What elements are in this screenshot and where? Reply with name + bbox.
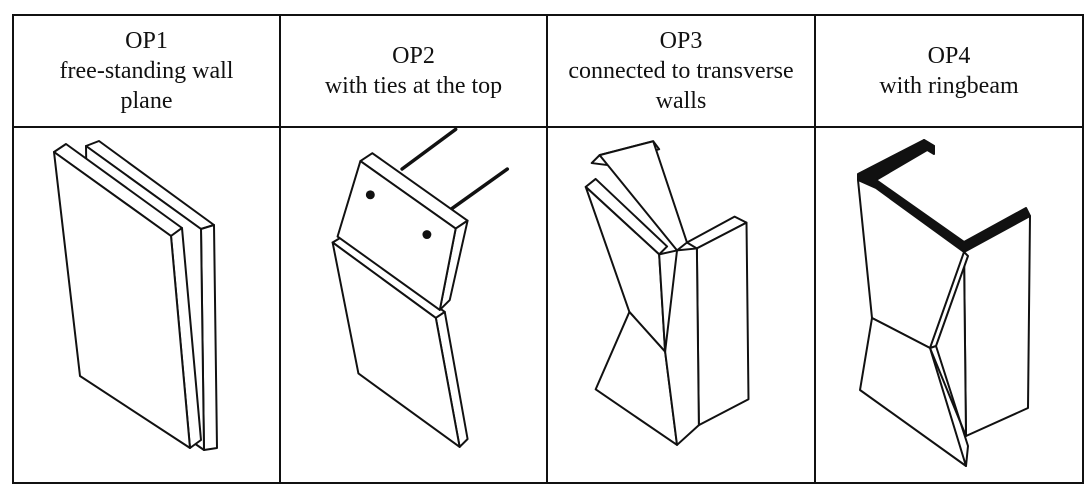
- op2-code: OP2: [392, 43, 435, 69]
- op3-line2: walls: [655, 88, 707, 114]
- figure-op4: [816, 128, 1082, 482]
- header-op3: OP3 connected to transverse walls: [548, 16, 816, 128]
- op4-line1: with ringbeam: [879, 73, 1019, 99]
- figure-op2: [281, 128, 548, 482]
- header-op4: OP4 with ringbeam: [816, 16, 1082, 128]
- header-op2: OP2 with ties at the top: [281, 16, 548, 128]
- op4-code: OP4: [927, 43, 971, 69]
- op1-overturning-wall-drawing: [53, 140, 218, 451]
- op2-tied-wall-drawing: [331, 128, 510, 448]
- op1-line2: plane: [120, 88, 173, 114]
- op1-line1: free-standing wall: [59, 58, 234, 84]
- op3-code: OP3: [659, 28, 703, 54]
- op2-line1: with ties at the top: [324, 73, 503, 99]
- op3-line1: connected to transverse: [568, 58, 794, 84]
- op3-connected-wall-drawing: [584, 140, 750, 446]
- header-op1: OP1 free-standing wall plane: [14, 16, 281, 128]
- op4-ringbeam-wall-drawing: [857, 139, 1031, 467]
- op1-code: OP1: [125, 28, 168, 54]
- figure-op3: [548, 128, 816, 482]
- figure-op1: [14, 128, 281, 482]
- mechanism-table: OP1 free-standing wall plane OP2 with ti…: [12, 14, 1084, 484]
